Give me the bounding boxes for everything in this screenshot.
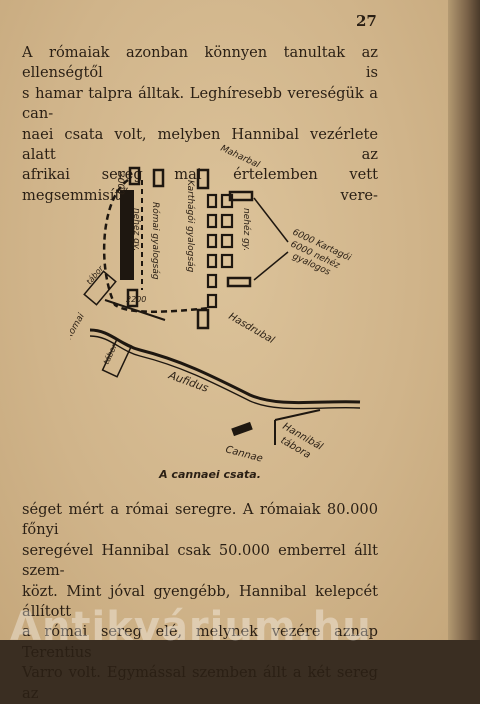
camp-top [83,270,117,306]
roman-cavalry-bottom [126,288,139,308]
label-hasdrubal: Hasdrubal [227,311,277,346]
arrow [253,197,289,243]
text-line: közt. Mint jóval gyengébb, Hannibal kele… [22,582,378,621]
roman-cavalry-left-2 [152,168,165,188]
text-line: A rómaiak azonban könnyen tanultak az el… [22,44,378,82]
top-paragraph: A rómaiak azonban könnyen tanultak az el… [22,43,378,206]
book-page: 27 A rómaiak azonban könnyen tanultak az… [0,0,448,702]
label-heavy-inf-right: nehéz gy. [241,208,252,251]
cannae-town [231,421,253,437]
roman-cavalry-left [128,166,141,186]
label-camp-top: tábor [85,264,106,287]
carthage-right-column [220,193,234,269]
book-spine [448,0,480,640]
arrow [253,251,289,281]
carthage-column [206,193,218,309]
label-2200: 2200 [126,295,146,304]
aufidus-river [89,328,361,405]
text-line: Varro volt. Egymással szemben állt a két… [22,664,378,702]
label-maharbal: Maharbal [219,144,262,171]
heavy-inf-top [228,190,254,202]
roman-infantry-block [120,190,134,280]
text-line: s hamar talpra álltak. Leghíresebb veres… [22,84,378,123]
map-caption: A cannaei csata. [159,468,261,481]
aufidus-river-bank [89,335,361,410]
label-roman-infantry: Római gyalogság [150,202,161,280]
label-3000: 3000 [115,172,125,195]
text-line: seregével Hannibal csak 50.000 emberrel … [22,541,378,580]
hannibal-camp [274,409,321,445]
cavalry-arrow [104,299,166,321]
label-camp-bottom: tábor [102,342,119,366]
text-line: séget mért a római seregre. A rómaiak 80… [22,501,378,539]
carthage-unit [196,168,210,190]
heavy-inf-bottom [226,276,252,288]
text-line: afrikai sereg mai értelemben vett megsem… [22,166,378,204]
label-carthaginian-inf: Karthágói gyalogság [185,180,196,273]
encirclement-path [102,178,211,313]
watermark: Antikvárium.hu [10,604,372,644]
label-romai: Római [70,311,87,342]
label-heavy-inf-left: nehéz gy. [131,208,142,251]
page-number: 27 [356,12,377,30]
text-line: naei csata volt, melyben Hannibal vezérl… [22,125,378,164]
bottom-paragraph: séget mért a római seregre. A rómaiak 80… [22,500,378,704]
label-cannae: Cannae [224,444,264,464]
battle-map: Maharbal 3000 Római gyalogság nehéz gy. … [70,144,361,465]
carthage-unit [196,308,210,330]
